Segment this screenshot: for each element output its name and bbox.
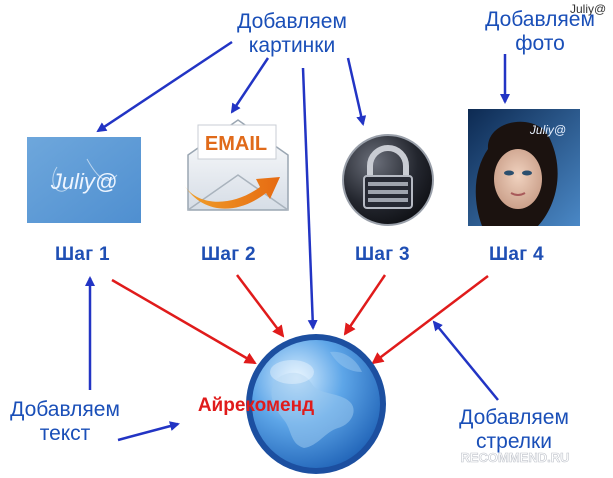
- step-1-label: Шаг 1: [55, 244, 110, 265]
- label-line: Добавляем: [485, 8, 595, 31]
- red-arrow: [343, 274, 387, 336]
- email-icon: EMAIL: [178, 115, 298, 225]
- blue-arrow: [432, 320, 499, 401]
- label-add-text: Добавляем текст: [0, 398, 130, 446]
- label-add-arrows: Добавляем стрелки: [444, 406, 584, 454]
- email-text: EMAIL: [205, 133, 267, 155]
- lock-icon: [340, 132, 436, 228]
- site-watermark: RECOMMEND.RU: [460, 450, 569, 465]
- label-line: текст: [39, 422, 91, 445]
- label-add-photo: Добавляем фото: [470, 8, 610, 56]
- blue-arrow: [230, 57, 270, 114]
- blue-arrow: [96, 40, 233, 133]
- logo-text: Juliy@: [50, 169, 117, 194]
- label-add-pictures: Добавляем картинки: [222, 10, 362, 58]
- label-line: Добавляем: [459, 406, 569, 429]
- label-line: Добавляем: [10, 398, 120, 421]
- red-arrow: [111, 278, 257, 365]
- globe-label: Айрекоменд: [198, 395, 314, 416]
- globe-icon: [246, 334, 386, 474]
- photo-signature: Juliy@: [529, 123, 566, 137]
- blue-arrow: [117, 421, 180, 442]
- step-3-label: Шаг 3: [355, 244, 410, 265]
- label-line: Добавляем: [237, 10, 347, 33]
- blue-arrow: [346, 57, 367, 126]
- red-arrow: [371, 275, 489, 365]
- label-line: картинки: [248, 34, 336, 57]
- red-arrow: [236, 274, 285, 338]
- step-2-label: Шаг 2: [201, 244, 256, 265]
- logo-tile: Juliy@: [27, 137, 141, 223]
- step-4-label: Шаг 4: [489, 244, 544, 265]
- blue-arrow: [301, 67, 318, 330]
- portrait-photo: Juliy@: [468, 109, 580, 226]
- label-line: фото: [515, 32, 565, 55]
- label-line: стрелки: [476, 430, 552, 453]
- author-watermark: Juliy@: [570, 2, 607, 16]
